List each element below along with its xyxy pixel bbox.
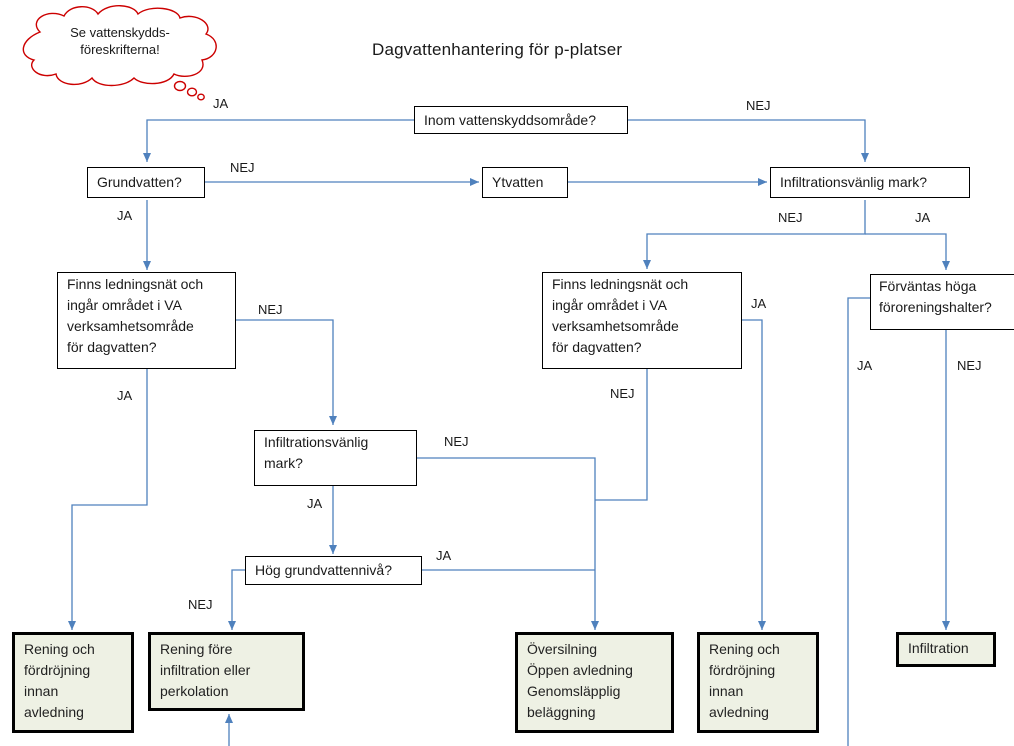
cloud-line-2: föreskrifterna! <box>80 42 160 57</box>
connector-ledning-left-nej <box>236 319 337 425</box>
decision-hoga-fororeningshalter: Förväntas höga föroreningshalter? <box>870 274 1014 330</box>
ledning-mid-line-2: ingår området i VA <box>552 297 667 313</box>
rening-right-line-2: fördröjning <box>709 662 776 678</box>
thought-cloud-shape <box>22 5 217 101</box>
rening-left-line-1: Rening och <box>24 641 95 657</box>
connector-hog-grundvatten-nej <box>228 569 245 630</box>
ledning-mid-line-1: Finns ledningsnät och <box>552 276 689 292</box>
label-ja-hoga-halter: JA <box>857 358 873 373</box>
rening-right-line-3: innan <box>709 683 744 699</box>
oversilning-line-4: beläggning <box>527 704 596 720</box>
decision-hog-grundvattenniva: Hög grundvattennivå? <box>245 556 422 585</box>
label-ja-vattenskydd: JA <box>213 96 229 111</box>
ledning-left-line-4: för dagvatten? <box>67 339 157 355</box>
connector-ledning-left-ja <box>68 369 148 630</box>
label-ja-infiltration-top: JA <box>915 210 931 225</box>
infiltration-mid-line-2: mark? <box>264 455 303 471</box>
rening-right-line-4: avledning <box>709 704 769 720</box>
step-ytvatten: Ytvatten <box>482 167 568 198</box>
rening-right-line-1: Rening och <box>709 641 780 657</box>
hoga-halter-line-2: föroreningshalter? <box>879 299 992 315</box>
label-nej-hog-grundvatten: NEJ <box>188 597 213 612</box>
label-nej-ledning-left: NEJ <box>258 302 283 317</box>
rening-left-line-4: avledning <box>24 704 84 720</box>
outcome-oversilning: Översilning Öppen avledning Genomsläppli… <box>515 632 674 733</box>
label-ja-hog-grundvatten: JA <box>436 548 452 563</box>
oversilning-line-1: Översilning <box>527 641 598 657</box>
label-ja-infiltration-mid: JA <box>307 496 323 511</box>
hoga-halter-line-1: Förväntas höga <box>879 278 977 294</box>
connector-ledning-mid-ja <box>742 319 766 630</box>
connector-vattenskydd-nej <box>628 119 869 162</box>
decision-vattenskyddsomrade: Inom vattenskyddsområde? <box>414 106 628 134</box>
rening-left-line-3: innan <box>24 683 59 699</box>
thought-cloud: Se vattenskydds- föreskrifterna! <box>20 24 220 58</box>
oversilning-line-2: Öppen avledning <box>527 662 633 678</box>
page-title: Dagvattenhantering för p-platser <box>372 40 623 59</box>
label-ja-grundvatten: JA <box>117 208 133 223</box>
connector-hoga-halter-ja <box>847 297 870 746</box>
connector-infiltration-mid-nej <box>417 457 599 630</box>
decision-grundvatten: Grundvatten? <box>87 167 205 198</box>
ledning-left-line-1: Finns ledningsnät och <box>67 276 204 292</box>
label-nej-grundvatten: NEJ <box>230 160 255 175</box>
rening-fore-line-1: Rening före <box>160 641 233 657</box>
oversilning-line-3: Genomsläpplig <box>527 683 621 699</box>
connector-vattenskydd-ja <box>143 119 414 162</box>
rening-fore-line-3: perkolation <box>160 683 229 699</box>
label-ja-ledning-mid: JA <box>751 296 767 311</box>
outcome-rening-fore-infiltration: Rening före infiltration eller perkolati… <box>148 632 305 711</box>
label-nej-hoga-halter: NEJ <box>957 358 982 373</box>
ledning-mid-line-4: för dagvatten? <box>552 339 642 355</box>
connector-infiltration-split <box>643 200 866 269</box>
outcome-rening-fordrojning-right: Rening och fördröjning innan avledning <box>697 632 819 733</box>
ledning-left-line-3: verksamhetsområde <box>67 318 194 334</box>
label-nej-infiltration-mid: NEJ <box>444 434 469 449</box>
connector-infiltration-ja <box>865 233 950 270</box>
ledning-left-line-2: ingår området i VA <box>67 297 182 313</box>
rening-fore-line-2: infiltration eller <box>160 662 251 678</box>
outcome-rening-fordrojning-left: Rening och fördröjning innan avledning <box>12 632 134 733</box>
label-nej-ledning-mid: NEJ <box>610 386 635 401</box>
decision-ledningsnat-left: Finns ledningsnät och ingår området i VA… <box>57 272 236 369</box>
label-nej-infiltration-top: NEJ <box>778 210 803 225</box>
label-nej-vattenskydd: NEJ <box>746 98 771 113</box>
decision-ledningsnat-mid: Finns ledningsnät och ingår området i VA… <box>542 272 742 369</box>
connector-ledning-mid-nej <box>595 369 648 501</box>
cloud-line-1: Se vattenskydds- <box>70 25 170 40</box>
infiltration-outcome-label: Infiltration <box>908 640 969 656</box>
decision-infiltration-mid: Infiltrationsvänlig mark? <box>254 430 417 486</box>
label-ja-ledning-left: JA <box>117 388 133 403</box>
infiltration-mid-line-1: Infiltrationsvänlig <box>264 434 369 450</box>
rening-left-line-2: fördröjning <box>24 662 91 678</box>
decision-infiltration-top: Infiltrationsvänlig mark? <box>770 167 970 198</box>
ledning-mid-line-3: verksamhetsområde <box>552 318 679 334</box>
outcome-infiltration: Infiltration <box>896 632 996 667</box>
